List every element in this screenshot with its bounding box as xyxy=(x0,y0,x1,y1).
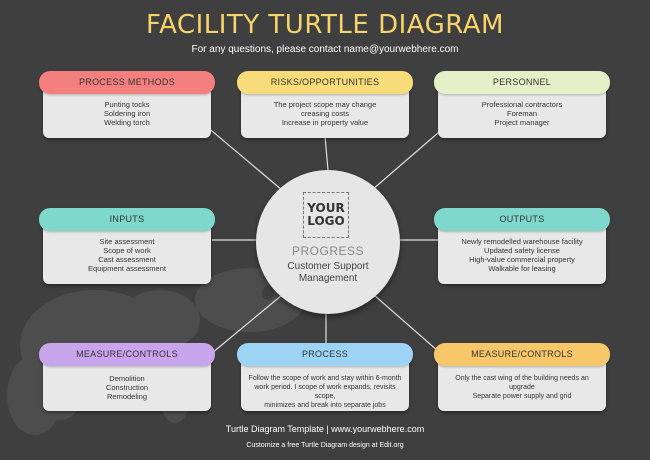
footer-template-credit: Turtle Diagram Template | www.yourwebher… xyxy=(225,424,425,434)
progress-line2: Management xyxy=(298,273,358,284)
list-item: Construction xyxy=(105,383,149,392)
item-list: The project scope may change creasing co… xyxy=(241,100,409,135)
list-item: Remodeling xyxy=(106,392,148,401)
link-process-methods xyxy=(205,125,283,191)
item-list: Punting tocks Soldering iron Welding tor… xyxy=(43,100,211,135)
item-list: Follow the scope of work and stay within… xyxy=(241,372,409,418)
progress-label: PROGRESS xyxy=(291,244,364,258)
list-item: work period. I scope of work expands, re… xyxy=(254,384,396,400)
footer-customize-note: Customize a free Turtle Diagram design a… xyxy=(246,442,404,449)
link-personnel xyxy=(371,125,447,191)
item-list: Site assessment Scope of work Cast asses… xyxy=(43,237,211,281)
list-item: Separate power supply and grid xyxy=(472,393,572,400)
item-list: Demolition Construction Remodeling xyxy=(43,372,211,409)
list-item: minimizes and break into separate jobs xyxy=(264,402,386,409)
list-item: creasing costs xyxy=(301,109,349,118)
list-item: Follow the scope of work and stay within… xyxy=(248,375,402,382)
list-item: Welding torch xyxy=(104,118,150,127)
item-list: Professional contractors Foreman Project… xyxy=(438,100,606,135)
progress-line1: Customer Support xyxy=(287,261,369,272)
list-item: Walkable for leasing xyxy=(488,264,556,273)
logo-placeholder: YOUR LOGO xyxy=(303,192,349,238)
card-title: PROCESS METHODS xyxy=(39,71,215,94)
link-measure-left xyxy=(205,294,283,359)
link-measure-right xyxy=(373,294,447,359)
item-list: Only the cast wing of the building needs… xyxy=(438,372,606,409)
card-title: OUTPUTS xyxy=(434,208,610,231)
list-item: Equipment assessment xyxy=(88,264,166,273)
list-item: Professional contractors xyxy=(481,100,563,109)
progress-description: Customer Support Management xyxy=(270,261,386,285)
contact-subtitle: For any questions, please contact name@y… xyxy=(191,44,459,55)
list-item: Scope of work xyxy=(103,246,151,255)
logo-text-line1: YOUR xyxy=(307,201,345,215)
card-title: RISKS/OPPORTUNITIES xyxy=(237,71,413,94)
link-risks xyxy=(324,135,329,171)
list-item: Updated safety license xyxy=(484,246,560,255)
card-title: PERSONNEL xyxy=(434,71,610,94)
list-item: Increase in property value xyxy=(281,118,369,127)
list-item: Site assessment xyxy=(99,237,155,246)
card-title: MEASURE/CONTROLS xyxy=(39,343,215,366)
diagram-title: FACILITY TURTLE DIAGRAM xyxy=(146,10,504,40)
list-item: Cast assessment xyxy=(98,255,156,264)
logo-text-line2: LOGO xyxy=(307,214,345,228)
list-item: The project scope may change xyxy=(273,100,377,109)
item-list: Newly remodelled warehouse facility Upda… xyxy=(438,237,606,281)
card-title: INPUTS xyxy=(39,208,215,231)
list-item: High-value commercial property xyxy=(469,255,575,264)
list-item: Foreman xyxy=(506,109,537,118)
list-item: Only the cast wing of the building needs… xyxy=(455,375,589,391)
list-item: Newly remodelled warehouse facility xyxy=(461,237,583,246)
card-title: PROCESS xyxy=(237,343,413,366)
list-item: Punting tocks xyxy=(104,100,150,109)
card-title: MEASURE/CONTROLS xyxy=(434,343,610,366)
list-item: Project manager xyxy=(494,118,550,127)
list-item: Soldering iron xyxy=(103,109,151,118)
center-progress-circle: YOUR LOGO PROGRESS Customer Support Mana… xyxy=(256,170,400,314)
list-item: Demolition xyxy=(109,374,145,383)
